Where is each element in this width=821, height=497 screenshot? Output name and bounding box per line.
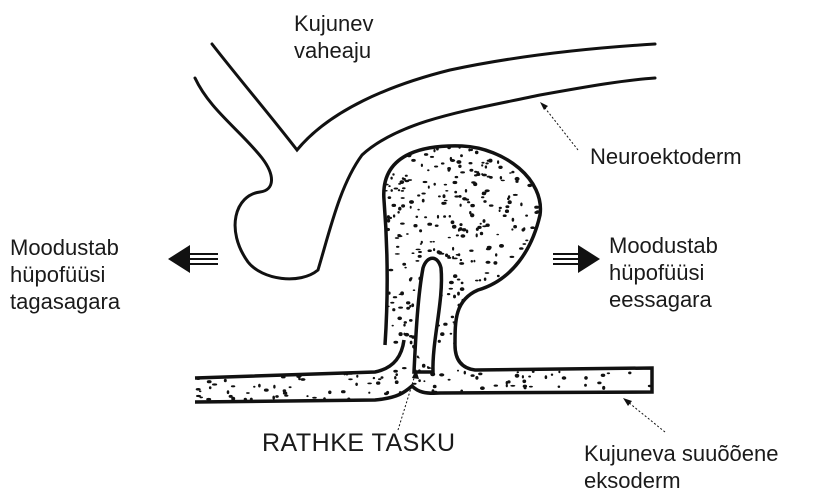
- label-line: hüpofüüsi: [609, 259, 718, 286]
- ectoderm-pointer: [628, 402, 665, 432]
- neuroectoderm-pointer: [545, 108, 578, 150]
- label-line: Moodustab: [10, 234, 120, 261]
- rathke-pointer: [398, 375, 415, 430]
- label-line: hüpofüüsi: [10, 261, 120, 288]
- label-line: eksoderm: [584, 467, 779, 494]
- label-line: Moodustab: [609, 232, 718, 259]
- label-line: Kujuneva suuõõene: [584, 440, 779, 467]
- label-line: vaheaju: [294, 37, 374, 64]
- label-developing-diencephalon: Kujunev vaheaju: [294, 10, 374, 64]
- label-posterior-lobe: Moodustab hüpofüüsi tagasagara: [10, 234, 120, 315]
- label-anterior-lobe: Moodustab hüpofüüsi eessagara: [609, 232, 718, 313]
- label-neuroectoderm: Neuroektoderm: [590, 143, 742, 170]
- label-line: tagasagara: [10, 288, 120, 315]
- label-line: Kujunev: [294, 10, 374, 37]
- neuroectoderm-outer-line: [212, 44, 655, 150]
- label-line: eessagara: [609, 286, 718, 313]
- label-oral-ectoderm: Kujuneva suuõõene eksoderm: [584, 440, 779, 494]
- anterior-lobe-arrow: [553, 245, 600, 273]
- posterior-lobe-arrow: [168, 245, 218, 273]
- rathke-pouch: [378, 144, 546, 372]
- label-rathke-pouch: RATHKE TASKU: [262, 430, 456, 457]
- label-line: Neuroektoderm: [590, 143, 742, 170]
- label-line: RATHKE TASKU: [262, 430, 456, 457]
